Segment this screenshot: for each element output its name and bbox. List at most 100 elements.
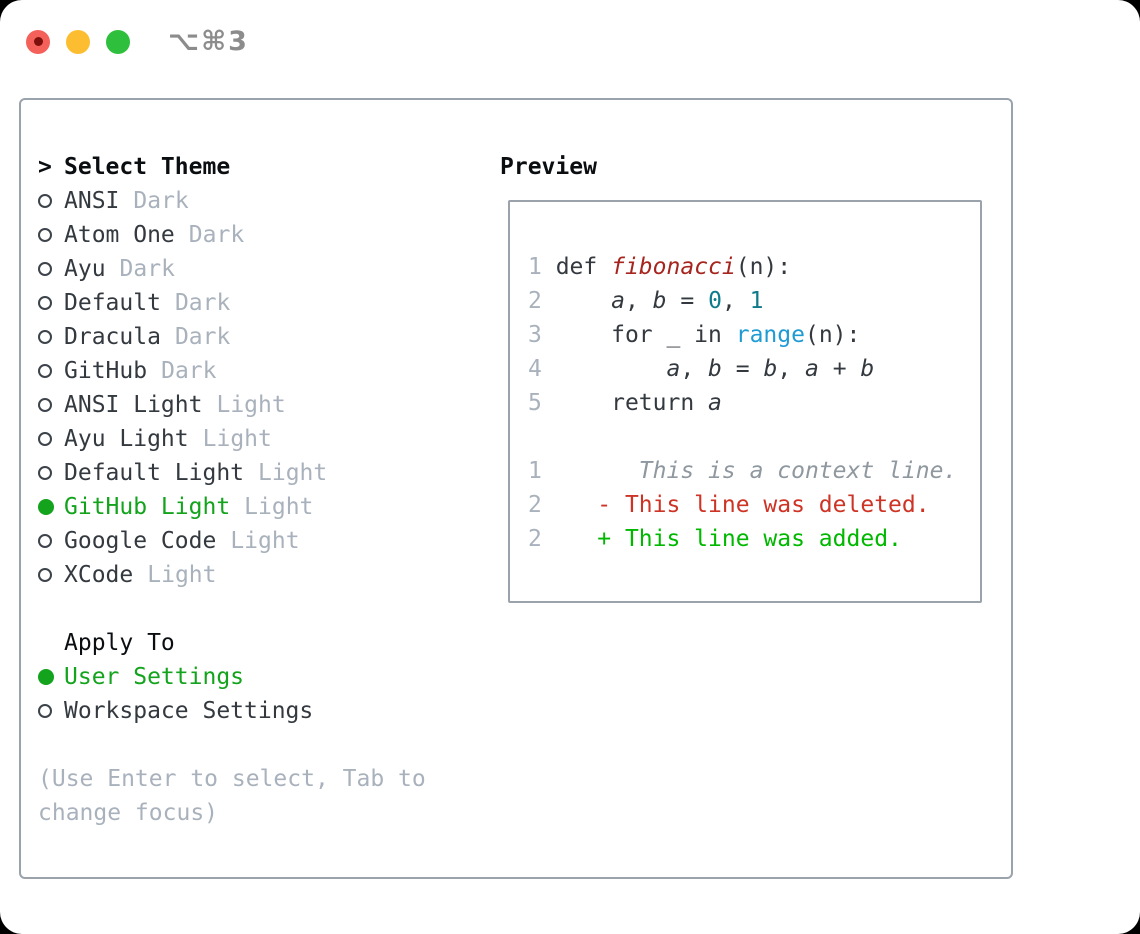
theme-option-ansi[interactable]: ANSI Dark [38,184,458,218]
code-token-linenum: 2 [528,492,542,518]
code-token-linenum: 2 [528,526,542,552]
option-label: GitHub Light [64,494,231,520]
code-token-plain: (n): [804,322,861,348]
code-token-variable: b [860,356,875,382]
option-label: Workspace Settings [64,698,314,724]
variant-tag: Dark [161,358,217,384]
zoom-button[interactable] [106,29,130,54]
code-token-function: fibonacci [611,254,736,280]
code-token-plain: , [777,356,806,382]
code-token-plain: (n): [735,254,792,280]
code-token-variable: a [805,356,819,382]
code-token-plain [542,356,667,382]
option-label: Ayu Light [64,426,189,452]
code-line: 3 for _ in range(n): [528,318,957,352]
radio-icon [38,432,64,446]
variant-tag: Light [147,562,217,588]
spacer [38,592,458,626]
code-token-plain: , [721,288,750,314]
variant-tag: Light [258,460,328,486]
theme-option-default-light[interactable]: Default Light Light [38,456,458,490]
code-token-plain: , [680,356,709,382]
option-label: ANSI Light [64,392,203,418]
code-token-plain [542,526,597,552]
window-shortcut-label: ⌥⌘3 [168,26,249,57]
code-token-plain [542,458,639,484]
apply-option-workspace-settings[interactable]: Workspace Settings [38,694,458,728]
code-token-plain: = [666,288,709,314]
theme-option-github[interactable]: GitHub Dark [38,354,458,388]
select-theme-title: Select Theme [64,154,231,180]
theme-option-atom-one[interactable]: Atom One Dark [38,218,458,252]
radio-circle [38,330,52,344]
option-label: Default Light [64,460,245,486]
variant-tag: Dark [174,290,231,316]
theme-option-xcode[interactable]: XCode Light [38,558,458,592]
code-token-plain: for _ in [541,322,736,348]
radio-icon [38,704,64,718]
code-token-plain: return [541,390,709,416]
radio-circle [38,296,52,310]
code-token-linenum: 2 [528,288,542,314]
code-token-plain [542,492,597,518]
variant-tag: Dark [133,188,189,214]
radio-icon [38,364,64,378]
code-token-plain [542,288,611,314]
preview-title: Preview [500,154,597,180]
variant-tag: Dark [174,324,231,350]
option-label: Atom One [64,222,175,248]
apply-option-user-settings[interactable]: User Settings [38,660,458,694]
radio-selected-icon [38,499,64,515]
radio-circle [38,364,52,378]
apply-to-title: Apply To [64,630,175,656]
option-label: GitHub [64,358,148,384]
variant-tag: Light [244,494,314,520]
spacer [38,728,458,762]
close-button[interactable] [26,29,50,54]
radio-icon [38,330,64,344]
radio-circle [38,669,54,685]
radio-circle [38,228,52,242]
radio-circle [38,262,52,276]
radio-icon [38,296,64,310]
variant-tag: Light [230,528,300,554]
theme-option-google-code[interactable]: Google Code Light [38,524,458,558]
radio-icon [38,466,64,480]
code-token-plain: = [721,356,764,382]
theme-option-github-light[interactable]: GitHub Light Light [38,490,458,524]
radio-circle [38,466,52,480]
code-token-linenum: 1 [528,254,542,280]
code-line: 2 - This line was deleted. [528,488,957,522]
radio-circle [38,704,52,718]
code-token-variable: a [666,356,681,382]
minimize-button[interactable] [66,29,90,54]
theme-option-default[interactable]: Default Dark [38,286,458,320]
code-token-plain: , [624,288,653,314]
radio-icon [38,228,64,242]
option-label: Google Code [64,528,217,554]
option-label: XCode [64,562,134,588]
radio-circle [38,499,54,515]
radio-icon [38,568,64,582]
option-label: User Settings [64,664,245,690]
code-line: 2 a, b = 0, 1 [528,284,957,318]
radio-circle [38,568,52,582]
code-line: 1 def fibonacci(n): [528,250,957,284]
option-label: Default [64,290,161,316]
code-token-number: 0 [708,288,722,314]
code-token-builtin: range [735,322,805,348]
option-label: Ayu [64,256,106,282]
option-label: ANSI [64,188,120,214]
variant-tag: Dark [188,222,245,248]
code-token-linenum: 1 [528,458,542,484]
code-token-linenum: 5 [528,390,542,416]
code-line: 2 + This line was added. [528,522,957,556]
